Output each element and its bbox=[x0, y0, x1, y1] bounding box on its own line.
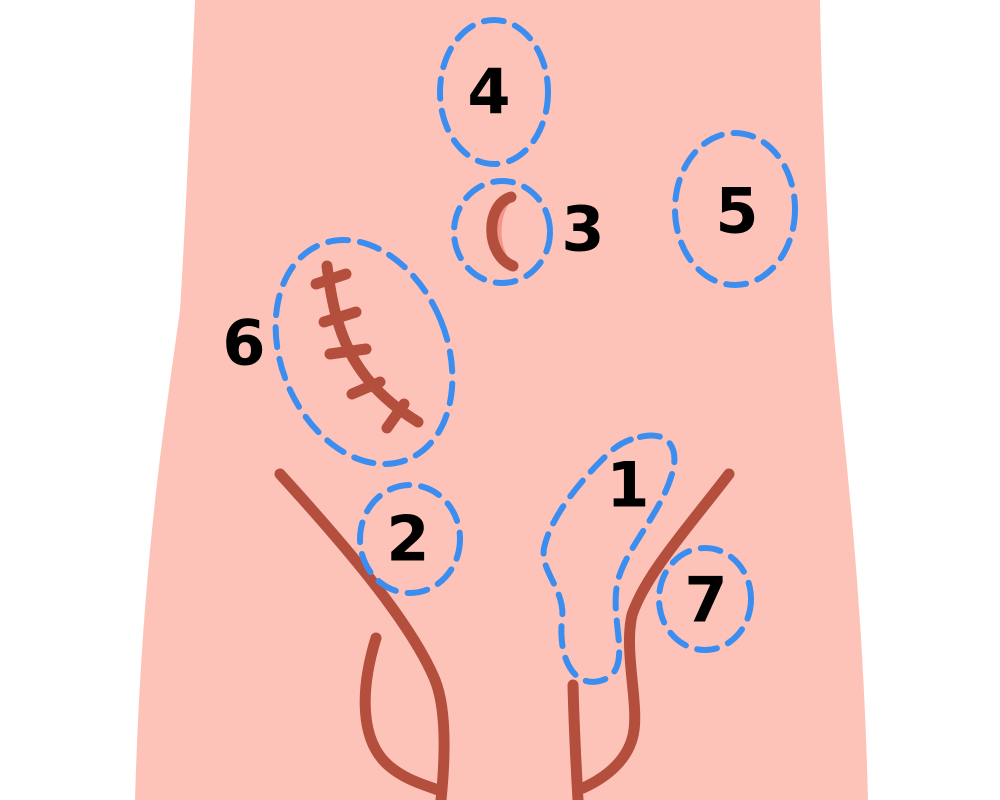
scar-stitch bbox=[310, 268, 352, 290]
scar-stitch bbox=[324, 343, 372, 360]
zone-2-outline bbox=[357, 482, 463, 596]
umbilicus-mark bbox=[486, 191, 519, 272]
left-inguinal-crease bbox=[577, 468, 735, 794]
zone-4-outline bbox=[437, 17, 551, 167]
groin-creases bbox=[274, 468, 735, 800]
region-labels: 1 2 3 4 5 6 7 bbox=[222, 56, 758, 637]
scar-stitch bbox=[381, 398, 410, 434]
region-label-4: 4 bbox=[467, 56, 510, 129]
zone-7-outline bbox=[656, 545, 754, 653]
zone-5-outline bbox=[672, 130, 798, 288]
zone-6-outline bbox=[272, 237, 456, 467]
surgical-scar bbox=[310, 260, 424, 434]
scar-stitch bbox=[346, 376, 386, 400]
right-inner-thigh-line bbox=[359, 632, 444, 796]
left-inner-thigh-line bbox=[567, 679, 584, 800]
region-zones bbox=[272, 17, 798, 685]
torso-silhouette bbox=[135, 0, 868, 800]
umbilicus-outline bbox=[486, 191, 519, 272]
region-label-3: 3 bbox=[561, 193, 604, 266]
region-label-6: 6 bbox=[222, 307, 265, 380]
region-label-5: 5 bbox=[715, 175, 758, 248]
scar-stitch bbox=[318, 306, 362, 328]
region-label-7: 7 bbox=[684, 564, 727, 637]
right-inguinal-crease bbox=[274, 468, 450, 800]
zone-3-outline bbox=[451, 178, 553, 286]
region-label-1: 1 bbox=[606, 449, 649, 522]
region-label-2: 2 bbox=[386, 503, 429, 576]
